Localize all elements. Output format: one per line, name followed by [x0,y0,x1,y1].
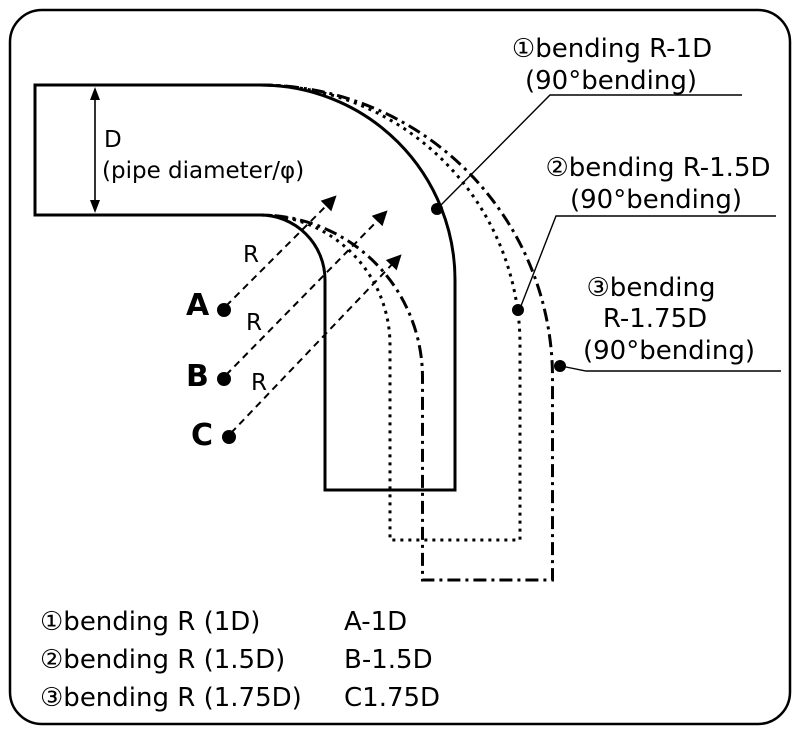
legend-row2-code: B-1.5D [344,645,433,675]
callout3-line1: ③bending [587,273,716,303]
point-dot-b [217,372,231,386]
callout1-leader [436,94,742,210]
radius-arrow-c [230,254,402,434]
callout2-leader [518,215,776,312]
callout3-line3: (90°bending) [583,336,755,366]
legend-row1-name: ①bending R (1D) [40,607,260,637]
callout3-line2: R-1.75D [603,304,707,334]
pipe-solid-bend-1d [33,83,457,492]
callout1-line2: (90°bending) [525,66,697,96]
radius-label-c: R [251,370,267,396]
radius-arrow-b [225,210,388,376]
diameter-arrow-down-icon [90,200,100,213]
point-dot-c [222,430,236,444]
diameter-sublabel: (pipe diameter/φ) [102,158,304,184]
callout2-dot [512,304,524,316]
pipe-dotted-bend-1-5d [259,83,522,542]
callout2-line2: (90°bending) [570,185,742,215]
callout3-leader [560,365,781,372]
radius-arrow-a [225,195,337,307]
radius-label-a: R [243,242,259,268]
legend-row1-code: A-1D [344,607,407,637]
diagram-border [8,8,792,726]
point-label-c: C [191,418,213,453]
diameter-label: D [104,127,122,153]
radius-label-b: R [246,310,262,336]
callout1-line1: ①bending R-1D [512,34,712,64]
legend-row3-name: ③bending R (1.75D) [40,683,302,713]
callout2-line1: ②bending R-1.5D [545,153,770,183]
point-label-b: B [186,359,209,394]
callout3-dot [554,360,566,372]
diameter-arrow-up-icon [90,87,100,100]
legend-row3-code: C1.75D [344,683,440,713]
legend-row2-name: ②bending R (1.5D) [40,645,285,675]
point-dot-a [217,303,231,317]
point-label-a: A [186,288,210,323]
